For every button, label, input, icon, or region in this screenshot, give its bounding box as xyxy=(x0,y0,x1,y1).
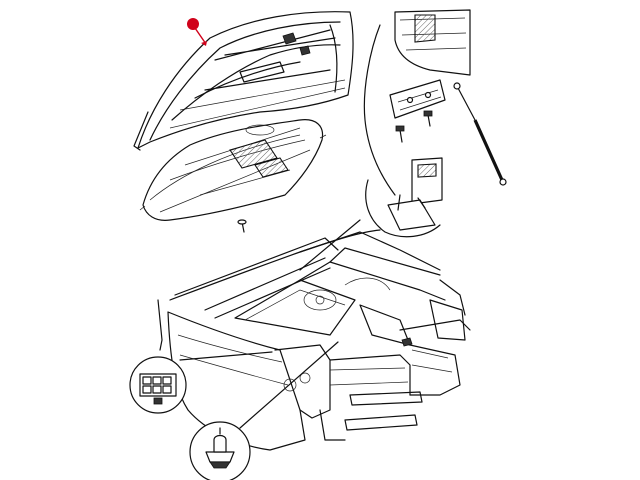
connector-detail-view xyxy=(129,356,187,414)
leader-line xyxy=(179,351,273,361)
vehicle-front-body xyxy=(157,229,471,451)
leader-line xyxy=(239,341,339,429)
gas-strut-icon xyxy=(453,82,507,186)
hood-panel xyxy=(133,11,354,151)
bolt-icon xyxy=(395,110,433,143)
hood-insulator-pad xyxy=(139,119,327,221)
latch-detail-view xyxy=(365,157,443,238)
callout-marker-icon xyxy=(187,18,207,46)
leader-line xyxy=(299,219,361,271)
push-pin-clip xyxy=(237,219,247,233)
clip-icon xyxy=(205,427,235,469)
hinge-detail-view xyxy=(363,9,471,196)
